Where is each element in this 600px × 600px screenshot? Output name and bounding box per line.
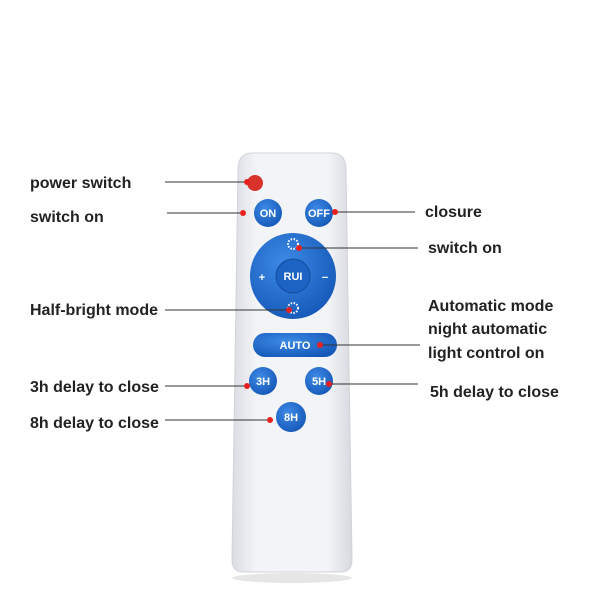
label-power-switch: power switch [30, 175, 131, 192]
label-closure: closure [425, 204, 482, 221]
8h-label: 8H [284, 412, 298, 424]
label-switch-on-left: switch on [30, 209, 104, 226]
callout-lines [165, 179, 420, 423]
off-label: OFF [308, 208, 330, 220]
plus-icon[interactable]: + [259, 272, 265, 284]
rui-button[interactable] [275, 258, 311, 294]
label-3h: 3h delay to close [30, 379, 159, 396]
auto-label: AUTO [280, 340, 311, 352]
brightness-full-icon[interactable] [287, 238, 299, 250]
on-button[interactable] [254, 199, 282, 227]
5h-label: 5H [312, 376, 326, 388]
rui-label: RUI [284, 271, 303, 283]
label-auto-2: night automatic [428, 321, 547, 338]
label-8h: 8h delay to close [30, 415, 159, 432]
label-half-bright: Half-bright mode [30, 302, 158, 319]
remote-body [231, 152, 353, 573]
minus-icon[interactable]: − [322, 272, 328, 284]
label-switch-on-right: switch on [428, 240, 502, 257]
label-5h: 5h delay to close [430, 384, 559, 401]
shadow [232, 573, 352, 583]
5h-button[interactable] [305, 367, 333, 395]
off-button[interactable] [305, 199, 333, 227]
3h-label: 3H [256, 376, 270, 388]
label-auto-1: Automatic mode [428, 298, 553, 315]
8h-button[interactable] [276, 402, 306, 432]
label-auto-3: light control on [428, 345, 544, 362]
3h-button[interactable] [249, 367, 277, 395]
on-label: ON [260, 208, 277, 220]
power-button[interactable] [247, 175, 263, 191]
auto-button[interactable] [253, 333, 337, 357]
